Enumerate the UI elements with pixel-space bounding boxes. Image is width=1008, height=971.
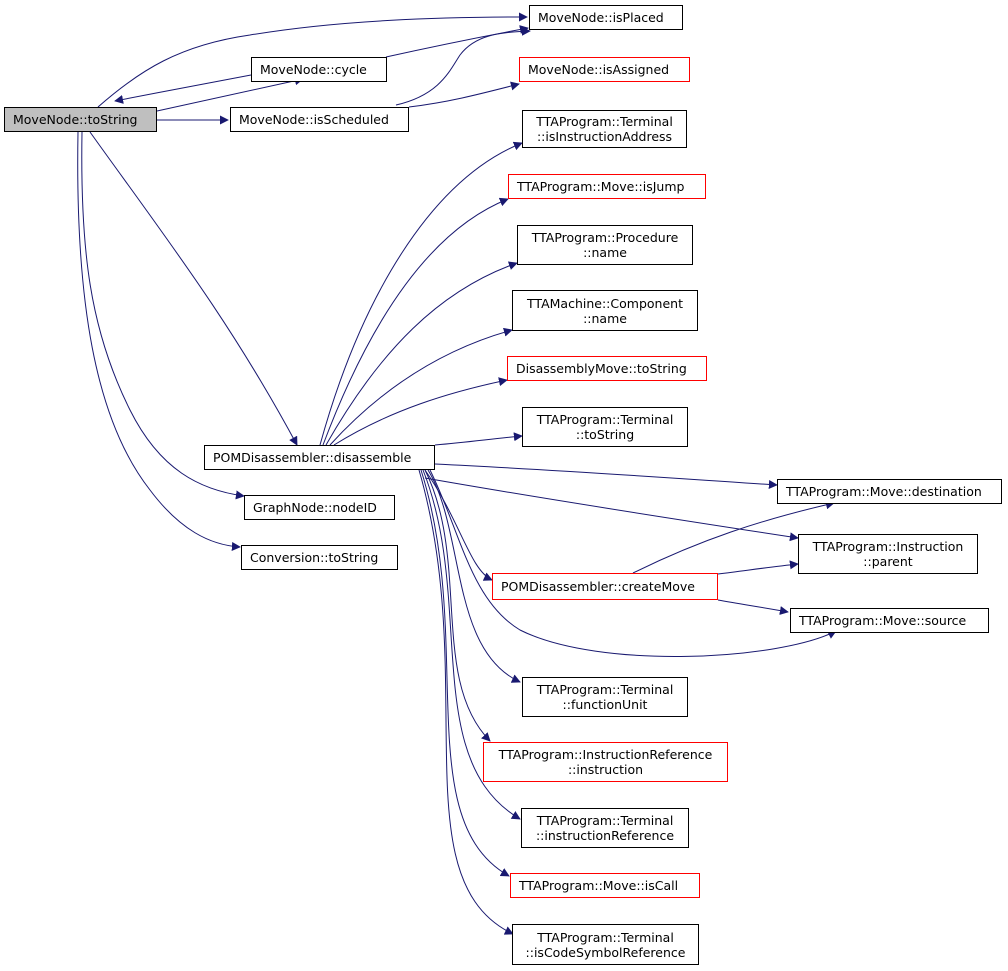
node-label: ::toString (575, 427, 635, 442)
node-graphnode-nodeid[interactable]: GraphNode::nodeID (244, 495, 395, 520)
edge-disassemble-isjump (322, 197, 509, 446)
node-component-name[interactable]: TTAMachine::Component ::name (512, 290, 698, 331)
edge-disassemble-compname (329, 327, 513, 446)
edge-disassemble-procname (325, 261, 518, 446)
node-label: ::name (583, 310, 627, 326)
node-label: TTAProgram::Terminal (537, 929, 674, 945)
node-label: TTAProgram::Terminal (536, 813, 674, 828)
node-label: MoveNode::isScheduled (239, 112, 389, 127)
node-label: TTAProgram::Instruction (812, 539, 964, 554)
node-movenode-isplaced[interactable]: MoveNode::isPlaced (529, 5, 683, 30)
node-movenode-isassigned[interactable]: MoveNode::isAssigned (519, 57, 690, 82)
node-label: POMDisassembler::disassemble (213, 450, 412, 465)
node-disassemblymove-tostring[interactable]: DisassemblyMove::toString (507, 356, 707, 381)
edge-disassemble-termtostring (434, 432, 523, 446)
edge-disassemble-dismove (333, 377, 508, 446)
node-label: GraphNode::nodeID (253, 500, 377, 515)
node-label: ::isInstructionAddress (536, 129, 673, 144)
node-pomdisassembler-createmove[interactable]: POMDisassembler::createMove (492, 573, 718, 600)
edge-tostring-disassemble (89, 131, 298, 446)
edge-tostring-conversion (77, 131, 241, 551)
node-terminal-iscodesymbolreference[interactable]: TTAProgram::Terminal ::isCodeSymbolRefer… (512, 924, 699, 965)
node-terminal-instructionreference[interactable]: TTAProgram::Terminal ::instructionRefere… (521, 808, 689, 848)
edge-tostring-isplaced (97, 12, 528, 108)
node-label: TTAProgram::Terminal (536, 114, 673, 129)
node-terminal-functionunit[interactable]: TTAProgram::Terminal ::functionUnit (522, 677, 688, 717)
node-terminal-isinstructionaddress[interactable]: TTAProgram::Terminal ::isInstructionAddr… (522, 110, 687, 148)
node-label: TTAProgram::Terminal (536, 412, 674, 427)
node-conversion-tostring[interactable]: Conversion::toString (241, 545, 398, 570)
node-label: MoveNode::isPlaced (538, 10, 664, 25)
edge-disassemble-termiscodesym (418, 469, 514, 935)
edge-isscheduled-isplaced (395, 26, 531, 106)
node-movenode-isscheduled[interactable]: MoveNode::isScheduled (230, 107, 409, 132)
node-label: ::parent (863, 554, 913, 569)
edge-disassemble-movesource (429, 469, 837, 657)
edge-disassemble-termfu (427, 469, 521, 683)
node-label: TTAProgram::Procedure (531, 230, 679, 245)
edge-disassemble-createmove (424, 469, 493, 581)
node-label: Conversion::toString (250, 550, 379, 565)
node-label: MoveNode::cycle (260, 62, 367, 77)
node-label: TTAProgram::Move::isCall (519, 878, 679, 893)
node-move-isjump[interactable]: TTAProgram::Move::isJump (508, 174, 706, 199)
node-label: ::isCodeSymbolReference (525, 944, 686, 960)
node-pomdisassembler-disassemble[interactable]: POMDisassembler::disassemble (204, 445, 435, 470)
node-label: TTAMachine::Component (527, 295, 683, 311)
node-movenode-cycle[interactable]: MoveNode::cycle (251, 57, 387, 82)
edge-tostring-cycle (156, 76, 304, 112)
node-label: ::instructionReference (535, 828, 675, 843)
edge-disassemble-instrref (424, 469, 491, 742)
node-move-destination[interactable]: TTAProgram::Move::destination (777, 479, 1002, 504)
edge-disassemble-instrparent (424, 477, 799, 542)
node-label: TTAProgram::Move::source (799, 613, 967, 628)
node-terminal-tostring[interactable]: TTAProgram::Terminal ::toString (522, 407, 688, 447)
node-instruction-parent[interactable]: TTAProgram::Instruction ::parent (798, 534, 978, 574)
node-move-iscall[interactable]: TTAProgram::Move::isCall (510, 873, 700, 898)
node-label: MoveNode::isAssigned (528, 62, 670, 77)
edge-createmove-movesource (717, 599, 789, 616)
node-movenode-tostring: MoveNode::toString (4, 107, 157, 132)
node-instructionreference-instruction[interactable]: TTAProgram::InstructionReference ::instr… (483, 742, 728, 782)
node-label: ::instruction (567, 762, 644, 777)
node-label: DisassemblyMove::toString (516, 361, 687, 376)
edge-createmove-movedest (632, 500, 835, 574)
node-move-source[interactable]: TTAProgram::Move::source (790, 608, 989, 633)
node-label: POMDisassembler::createMove (501, 579, 695, 594)
edge-disassemble-terminstrref (422, 469, 521, 820)
edge-disassemble-terminstraddr (319, 141, 523, 446)
edge-isscheduled-isassigned (408, 81, 520, 108)
edge-cycle-tostring (114, 74, 252, 104)
node-label: MoveNode::toString (13, 112, 138, 127)
node-label: TTAProgram::InstructionReference (498, 747, 713, 762)
node-label: TTAProgram::Move::isJump (517, 179, 685, 194)
node-label: TTAProgram::Terminal (536, 682, 674, 697)
edge-tostring-nodeid (81, 131, 245, 500)
node-label: ::functionUnit (562, 697, 648, 712)
edge-disassemble-iscall (420, 469, 510, 877)
edge-cycle-isplaced (385, 25, 529, 58)
node-label: TTAProgram::Move::destination (786, 484, 982, 499)
node-label: ::name (583, 245, 627, 260)
edge-createmove-instrparent (717, 560, 799, 575)
node-procedure-name[interactable]: TTAProgram::Procedure ::name (517, 225, 693, 265)
edge-disassemble-movedest (434, 463, 778, 489)
